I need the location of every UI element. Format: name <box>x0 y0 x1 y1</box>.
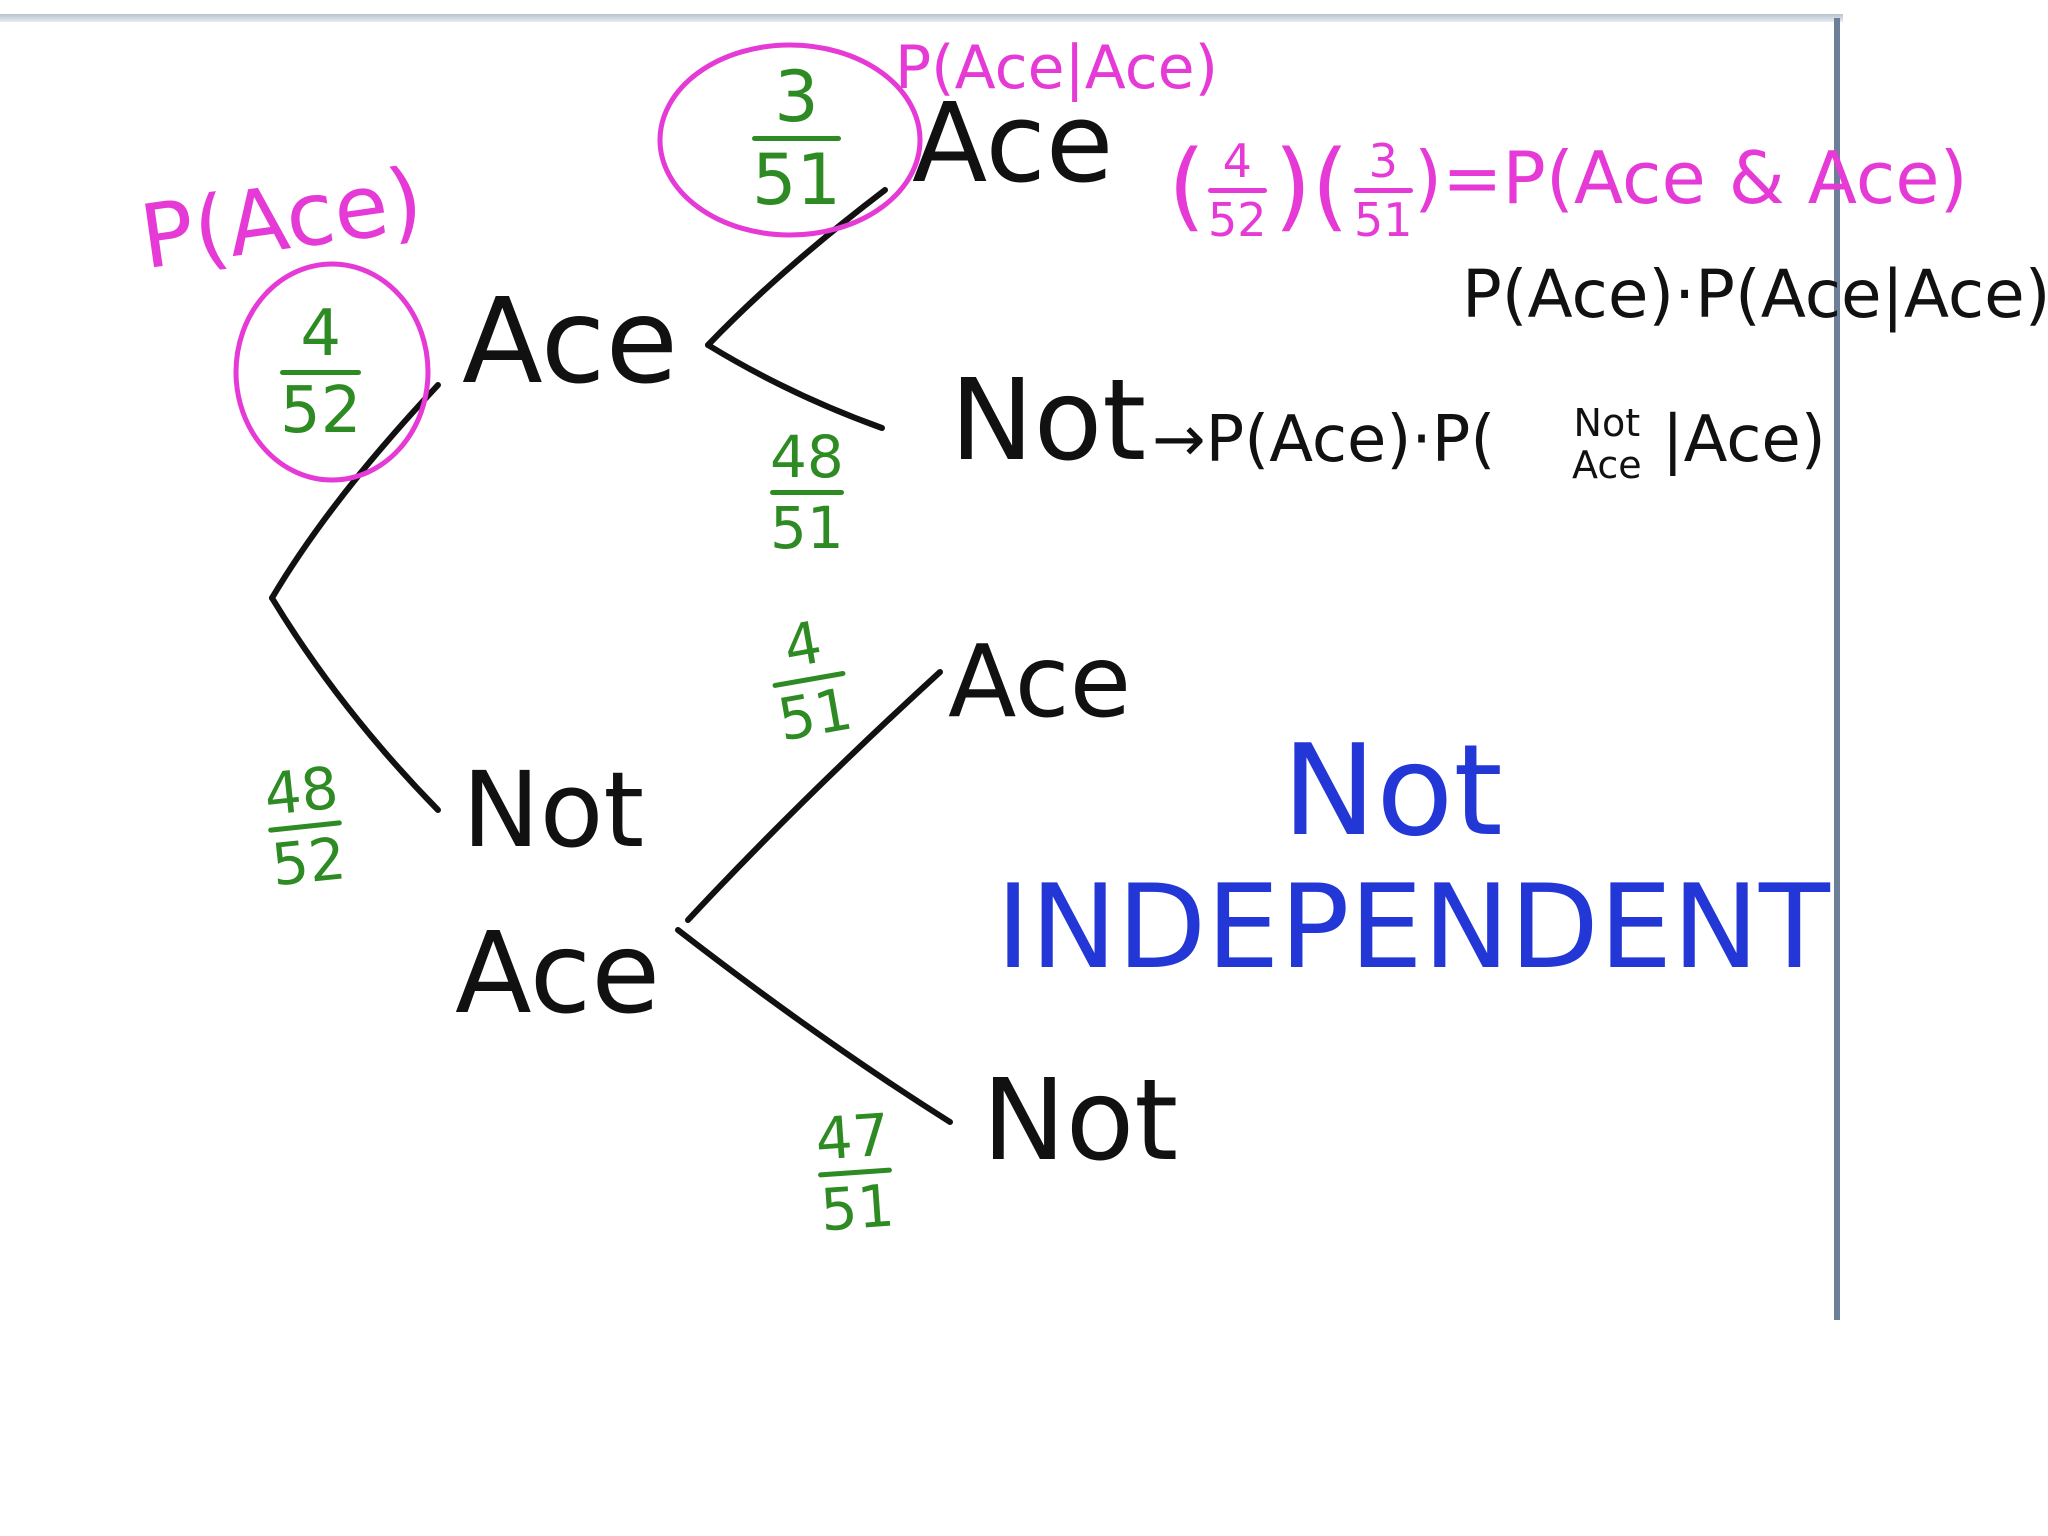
p-ace-given-ace-label: P(Ace|Ace) <box>895 33 1218 103</box>
not-not-numerator: 47 <box>813 1100 892 1174</box>
not-cond-stack: Not Ace <box>1572 404 1642 484</box>
black-product-formula: P(Ace)·P(Ace|Ace) <box>1462 256 2048 333</box>
ace-not-fraction: 48 51 <box>770 428 844 557</box>
node-ace-not: Not <box>950 356 1147 486</box>
pink-frac1-denominator: 52 <box>1208 193 1267 247</box>
node-not-ace: Ace <box>948 623 1132 740</box>
p-ace-numerator: 4 <box>300 297 342 371</box>
fraction-bar <box>752 136 842 141</box>
conclusion-line1: Not <box>1282 717 1503 864</box>
ace-ace-fraction: 3 51 <box>752 56 842 221</box>
node-not-ace-line1: Not <box>462 749 645 871</box>
pink-formula-frac1: 4 52 <box>1208 138 1267 243</box>
pink-formula-result: )=P(Ace & Ace) <box>1414 136 1968 220</box>
pink-formula-open: ( <box>1168 130 1206 242</box>
fraction-bar <box>1208 188 1267 193</box>
not-ace-denominator: 51 <box>772 674 858 755</box>
branch-not-to-ace <box>685 669 943 923</box>
ace-ace-denominator: 51 <box>752 139 842 221</box>
not-cond-tail: |Ace) <box>1662 403 1826 477</box>
branch-ace-to-ace <box>705 187 888 348</box>
p-not-denominator: 52 <box>268 824 349 900</box>
not-not-fraction: 47 51 <box>813 1100 897 1245</box>
p-ace-denominator: 52 <box>280 374 362 448</box>
not-cond-top: Not <box>1573 401 1641 445</box>
branch-not-to-not <box>675 927 953 1125</box>
ace-not-denominator: 51 <box>770 494 844 562</box>
fraction-bar <box>1354 188 1413 193</box>
pink-formula-mid: )( <box>1274 130 1349 242</box>
conclusion-line2: INDEPENDENT <box>996 860 1830 995</box>
node-ace: Ace <box>462 272 679 410</box>
branch-ace-to-not <box>705 342 885 431</box>
circle-ace-ace-frac <box>657 42 923 238</box>
p-ace-fraction: 4 52 <box>280 297 362 448</box>
not-ace-numerator: 4 <box>778 607 827 682</box>
p-not-numerator: 48 <box>260 753 342 829</box>
p-not-fraction: 48 52 <box>260 753 349 900</box>
branch-root-to-not <box>269 595 441 813</box>
pink-formula-frac2: 3 51 <box>1354 138 1413 243</box>
pink-frac2-numerator: 3 <box>1368 134 1398 188</box>
circle-root-frac <box>233 261 431 483</box>
node-ace-ace: Ace <box>912 79 1114 207</box>
not-arrow-formula: →P(Ace)·P( <box>1152 403 1496 477</box>
ace-not-numerator: 48 <box>770 423 844 491</box>
branch-root-to-ace <box>269 382 441 601</box>
fraction-bar <box>280 370 362 375</box>
board-top-border <box>0 14 1843 22</box>
node-not-not: Not <box>982 1056 1179 1186</box>
pink-frac1-numerator: 4 <box>1222 134 1252 188</box>
pink-frac2-denominator: 51 <box>1354 193 1413 247</box>
board-right-border <box>1834 18 1840 1320</box>
ace-ace-numerator: 3 <box>774 56 819 138</box>
fraction-bar <box>770 490 844 495</box>
not-cond-bottom: Ace <box>1572 443 1642 487</box>
node-not-ace-line2: Ace <box>455 909 661 1039</box>
not-not-denominator: 51 <box>818 1171 897 1245</box>
